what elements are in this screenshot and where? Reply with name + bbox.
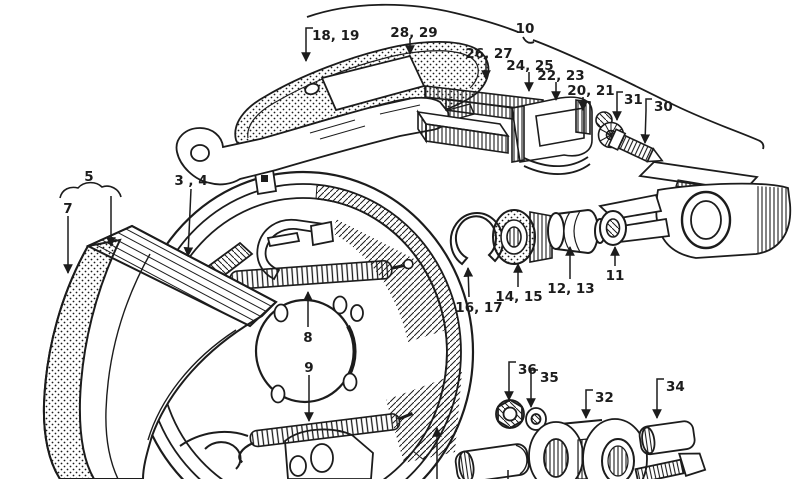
hub-hole-shadow — [346, 325, 357, 378]
anchor-hole — [289, 455, 307, 477]
spring-hook — [238, 442, 254, 464]
bolt-hole — [332, 295, 348, 315]
assembly-bracket-10 — [306, 3, 765, 150]
wheel-cylinder-body — [598, 161, 792, 259]
leader-lines — [59, 3, 765, 479]
piston-ring — [599, 210, 627, 246]
washer — [525, 407, 547, 431]
part-label-12-13: 12, 13 — [547, 281, 594, 297]
piston-grooves — [563, 210, 581, 253]
part-label-32: 32 — [595, 390, 614, 406]
leader-30 — [640, 110, 651, 144]
part-label-24-25: 24, 25 — [506, 58, 553, 74]
part-label-11: 11 — [606, 268, 625, 284]
part-label-10: 10 — [516, 21, 535, 37]
part-label-8: 8 — [303, 330, 312, 346]
part-label-36: 36 — [518, 362, 537, 378]
nut — [495, 398, 525, 430]
boot-seal — [492, 209, 553, 265]
piston — [547, 208, 606, 255]
shoe-rim-line — [105, 253, 151, 479]
part-label-28-29: 28, 29 — [390, 25, 437, 41]
plate-shading-right — [334, 219, 446, 342]
clevis-edge — [511, 105, 525, 163]
part-label-18-19: 18, 19 — [312, 28, 359, 44]
bolt-hole — [350, 304, 364, 322]
return-spring-lower — [238, 411, 414, 464]
part-labels: 18, 19 28, 29 10 26, 27 24, 25 22, 23 20… — [63, 21, 685, 406]
cylinder-bore-inner — [690, 200, 722, 240]
part-label-34: 34 — [666, 379, 685, 395]
adjuster-assembly — [595, 111, 664, 163]
hub-hole — [254, 298, 356, 404]
cylinder-shading — [756, 186, 790, 254]
part-label-31: 31 — [624, 92, 643, 108]
lining-stack — [416, 85, 593, 175]
cylinder-piston-left — [454, 443, 530, 479]
brake-shoe-and-lining — [42, 224, 278, 479]
adjuster-screw — [607, 128, 664, 163]
bracket-35 — [530, 369, 538, 385]
plate-shading-lower-right — [386, 372, 462, 463]
clevis-slot — [535, 107, 585, 147]
bracket-31 — [616, 91, 623, 104]
shoe-window — [320, 54, 426, 112]
bolt-hole — [342, 372, 358, 392]
part-label-16-17: 16, 17 — [455, 300, 502, 316]
shoe-rim-line — [147, 329, 237, 441]
lever-shading — [299, 98, 421, 140]
shoe-pivot-hole — [304, 82, 320, 96]
shoe-hook-lower — [179, 430, 249, 470]
leader-3-4 — [183, 188, 194, 257]
rect-hole — [310, 220, 334, 247]
boot-hole — [506, 226, 522, 248]
shoe-tongue — [523, 156, 591, 175]
wheel-cylinder-lower — [528, 418, 648, 479]
parking-brake-lever — [175, 96, 450, 186]
cylinder-small-parts — [449, 208, 627, 266]
bracket-34 — [656, 378, 664, 394]
cylinder-piston-right — [638, 420, 696, 456]
part-label-30: 30 — [654, 99, 673, 115]
bracket-18-19 — [305, 27, 313, 42]
cylinder-ring-left-bore — [543, 438, 569, 478]
shoe-slab-end — [417, 109, 427, 144]
bolt-hole — [270, 384, 286, 404]
bolt-hole — [273, 303, 289, 323]
anchor-hole — [310, 443, 334, 473]
bracket-30 — [645, 98, 652, 111]
anchor-tab-notch — [261, 175, 268, 182]
spring-pin — [403, 258, 414, 270]
bottom-cylinder-group — [454, 398, 707, 479]
part-label-26-27: 26, 27 — [465, 46, 512, 62]
leader-16-17 — [463, 267, 474, 298]
brace-5 — [59, 181, 122, 199]
part-label-14-15: 14, 15 — [495, 289, 542, 305]
part-label-9: 9 — [304, 360, 313, 376]
bleeder-screw — [634, 452, 707, 479]
strut-bar — [266, 231, 301, 248]
shoe-plate-inner-line — [247, 50, 479, 139]
cylinder-bore-hatch — [607, 445, 629, 477]
bracket-36 — [508, 361, 516, 378]
c-clip — [449, 212, 504, 266]
part-label-7: 7 — [63, 201, 72, 217]
part-label-5: 5 — [84, 169, 93, 185]
part-label-20-21: 20, 21 — [567, 83, 614, 99]
part-label-22-23: 22, 23 — [537, 68, 584, 84]
shoe-end-face — [85, 224, 278, 328]
lever-eye-hole — [190, 144, 210, 162]
bracket-32 — [585, 389, 593, 403]
part-label-35: 35 — [540, 370, 559, 386]
screw-tip — [646, 147, 664, 163]
part-label-3-4: 3 , 4 — [174, 173, 207, 189]
